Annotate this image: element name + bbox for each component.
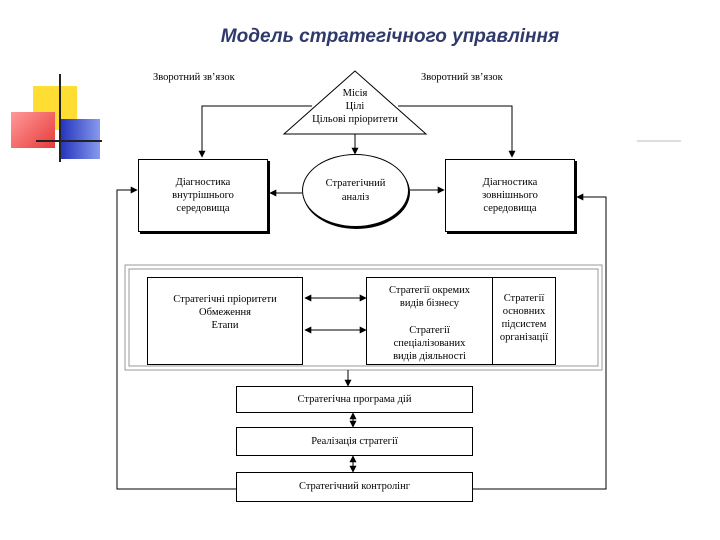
external-diagnostics-box: Діагностика зовнішнього середовища [445,159,575,232]
decor-right-dash [637,140,681,142]
decor-blue-square [60,119,100,159]
goals-label: Цілі [345,101,365,112]
decor-horizontal-line [36,140,102,142]
internal-diagnostics-box: Діагностика внутрішнього середовища [138,159,268,232]
strategic-analysis-ellipse: Стратегічний аналіз [302,154,409,227]
page-title: Модель стратегічного управління [220,26,560,47]
target-priorities-label: Цільові пріоритети [312,114,398,125]
business-strategies-cell: Стратегії окремих видів бізнесу [367,278,493,322]
implementation-box: Реалізація стратегії [236,427,473,456]
strategic-priorities-box: Стратегічні пріоритети Обмеження Етапи [147,277,303,365]
control-label: Стратегічний контролінг [298,481,411,492]
decor-vertical-line [59,74,61,162]
decor-red-square [11,112,55,148]
control-box: Стратегічний контролінг [236,472,473,502]
mission-label: Місія [342,88,368,99]
action-program-box: Стратегічна програма дій [236,386,473,413]
feedback-right-label: Зворотний зв’язок [421,72,503,83]
strategies-group-box: Стратегії окремих видів бізнесу Стратегі… [366,277,556,365]
specialized-strategies-cell: Стратегії спеціалізованих видів діяльнос… [367,321,493,364]
feedback-left-label: Зворотний зв’язок [153,72,235,83]
subsystem-strategies-cell: Стратегії основних підсистем організації [493,278,555,364]
